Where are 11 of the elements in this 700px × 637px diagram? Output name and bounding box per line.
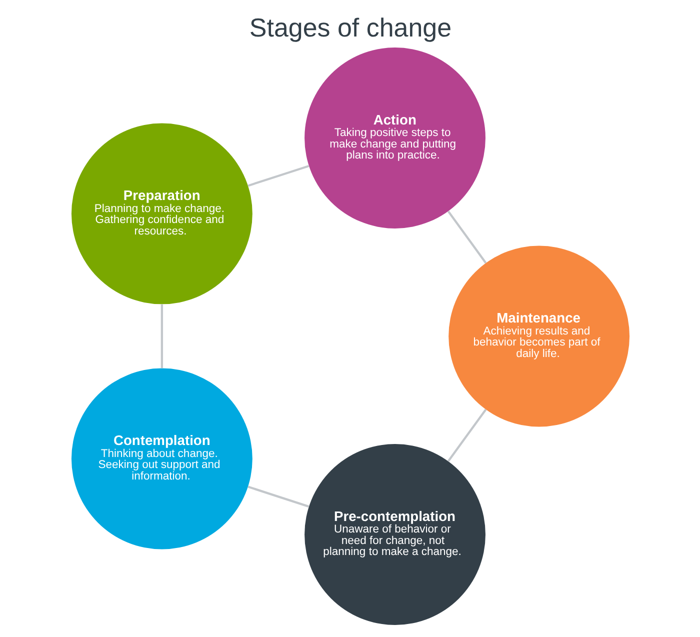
node-circle: Preparation Planning to make change. Gathering confidence and resources.: [70, 123, 252, 304]
connector: [446, 408, 486, 462]
connector: [446, 210, 486, 264]
diagram-title: Stages of change: [248, 12, 452, 42]
node-circle: Maintenance Achieving results and behavior becomes part of daily life.: [448, 246, 630, 427]
node-circle: Contemplation Thinking about change. Seeking out support and information.: [70, 368, 252, 550]
connector: [247, 486, 309, 508]
node-circle: Pre-contemplation Unaware of behavior or need for change, not planning to make a change.: [304, 444, 485, 625]
connector: [160, 304, 163, 368]
node-circle: Action Taking positive steps to make change and putting plans into practice.: [304, 48, 485, 228]
connector: [247, 164, 309, 187]
